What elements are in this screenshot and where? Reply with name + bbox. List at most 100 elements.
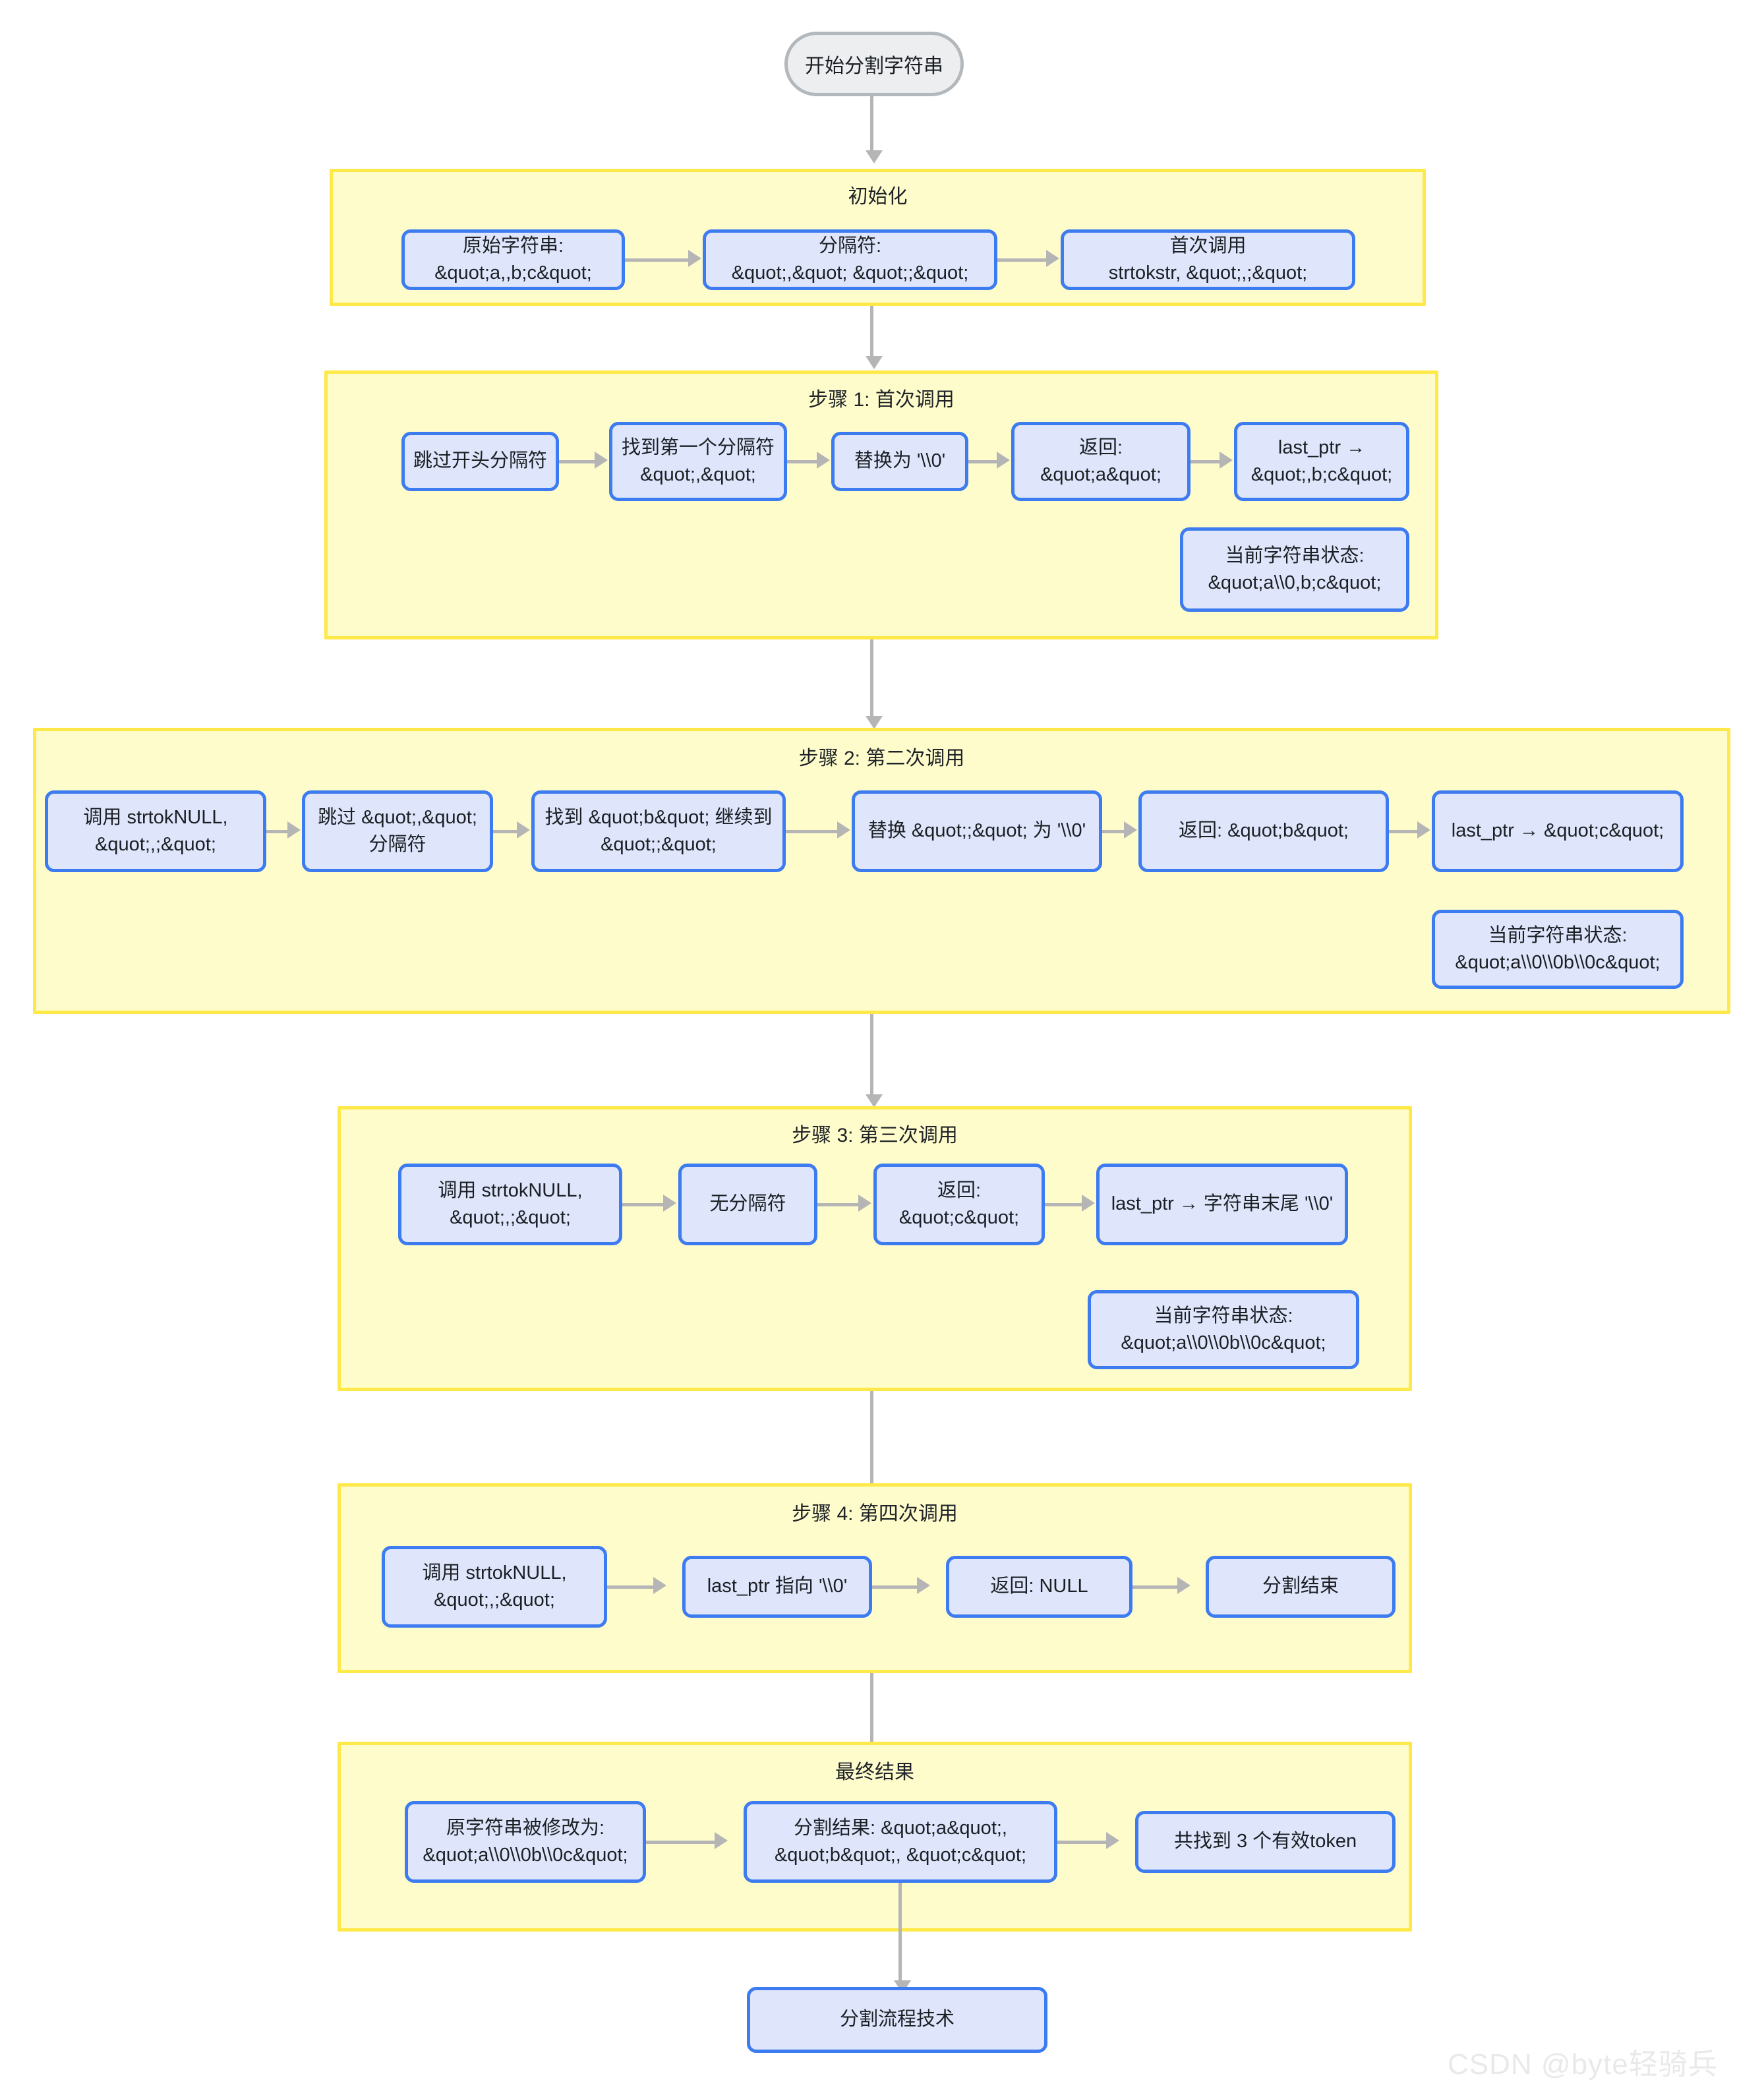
node-init-1[interactable]: 原始字符串: &quot;a,,b;c&quot; (401, 229, 625, 290)
node-init-2[interactable]: 分隔符: &quot;,&quot; &quot;;&quot; (703, 229, 997, 290)
node-s1-2-label: 找到第一个分隔符 &quot;,&quot; (621, 436, 775, 485)
edge-step4-to-final (870, 1673, 873, 1759)
node-s3-3[interactable]: 返回: &quot;c&quot; (873, 1164, 1045, 1245)
node-s2-5-label: 返回: &quot;b&quot; (1179, 820, 1349, 842)
node-f-1[interactable]: 原字符串被修改为: &quot;a\\0\\0b\\0c&quot; (405, 1801, 646, 1883)
watermark-text: CSDN @byte轻骑兵 (1448, 2048, 1718, 2081)
node-s1-1[interactable]: 跳过开头分隔符 (401, 432, 559, 491)
edge-step2-to-step3 (870, 1014, 873, 1094)
arrowhead-s1-4-to-5 (1220, 452, 1233, 469)
edge-s4-1-to-2 (607, 1585, 653, 1589)
edge-f-2-to-3 (1057, 1841, 1106, 1844)
section-init-title: 初始化 (848, 186, 908, 208)
edge-s1-2-to-3 (787, 460, 817, 463)
arrowhead-init-to-step1 (866, 356, 883, 369)
node-s3-1-label: 调用 strtokNULL, &quot;,;&quot; (438, 1179, 583, 1228)
node-s2-2[interactable]: 跳过 &quot;,&quot; 分隔符 (302, 790, 493, 872)
edge-s3-2-to-3 (817, 1203, 858, 1206)
section-step3-title: 步骤 3: 第三次调用 (792, 1125, 958, 1146)
node-s4-1[interactable]: 调用 strtokNULL, &quot;,;&quot; (382, 1546, 607, 1628)
edge-init-1-to-2 (625, 258, 688, 262)
node-s4-2-label: last_ptr 指向 '\\0' (707, 1576, 848, 1597)
node-init-3[interactable]: 首次调用 strtokstr, &quot;,;&quot; (1061, 229, 1355, 290)
node-s2-6[interactable]: last_ptr → &quot;c&quot; (1432, 790, 1684, 872)
edge-s2-4-to-5 (1102, 830, 1124, 833)
start-node-label: 开始分割字符串 (805, 55, 943, 77)
node-s1-3[interactable]: 替换为 '\\0' (831, 432, 968, 491)
edge-init-to-step1 (870, 306, 873, 356)
node-s2-5[interactable]: 返回: &quot;b&quot; (1138, 790, 1389, 872)
node-s4-4[interactable]: 分割结束 (1206, 1556, 1396, 1618)
edge-step1-to-step2 (870, 639, 873, 716)
arrowhead-s2-4-to-5 (1124, 821, 1137, 839)
node-f-2[interactable]: 分割结果: &quot;a&quot;, &quot;b&quot;, &quo… (744, 1801, 1057, 1883)
node-init-1-label: 原始字符串: &quot;a,,b;c&quot; (434, 235, 592, 283)
arrowhead-start-to-init (866, 150, 883, 163)
node-s4-4-label: 分割结束 (1262, 1576, 1339, 1597)
node-s2-1[interactable]: 调用 strtokNULL, &quot;,;&quot; (45, 790, 266, 872)
node-s1-4[interactable]: 返回: &quot;a&quot; (1011, 422, 1191, 501)
node-s1-5-label: last_ptr → &quot;,b;c&quot; (1250, 436, 1393, 485)
node-f-3-label: 共找到 3 个有效token (1173, 1831, 1357, 1852)
node-s4-3-label: 返回: NULL (990, 1576, 1088, 1597)
edge-init-2-to-3 (997, 258, 1046, 262)
arrowhead-step1-to-step2 (866, 716, 883, 729)
section-step2-title: 步骤 2: 第二次调用 (798, 748, 965, 769)
arrowhead-s2-1-to-2 (287, 821, 301, 839)
node-s1-1-label: 跳过开头分隔符 (413, 450, 547, 472)
watermark: CSDN @byte轻骑兵 (1448, 2040, 1718, 2083)
node-s4-1-label: 调用 strtokNULL, &quot;,;&quot; (422, 1562, 567, 1611)
arrowhead-f-1-to-2 (715, 1832, 728, 1849)
edge-s3-3-to-4 (1045, 1203, 1082, 1206)
node-init-3-label: 首次调用 strtokstr, &quot;,;&quot; (1108, 235, 1308, 283)
edge-s3-1-to-2 (622, 1203, 663, 1206)
node-s3-state[interactable]: 当前字符串状态: &quot;a\\0\\0b\\0c&quot; (1088, 1290, 1359, 1369)
node-s1-state-label: 当前字符串状态: &quot;a\\0,b;c&quot; (1208, 545, 1382, 593)
arrowhead-init-2-to-3 (1046, 250, 1059, 267)
arrowhead-s2-3-to-4 (837, 821, 850, 839)
end-node-label: 分割流程技术 (839, 2009, 955, 2030)
node-init-2-label: 分隔符: &quot;,&quot; &quot;;&quot; (731, 235, 969, 283)
edge-final-to-end (898, 1883, 902, 1980)
node-s1-state[interactable]: 当前字符串状态: &quot;a\\0,b;c&quot; (1180, 527, 1409, 612)
end-node[interactable]: 分割流程技术 (747, 1987, 1047, 2053)
node-s3-3-label: 返回: &quot;c&quot; (898, 1179, 1020, 1228)
arrowhead-s1-2-to-3 (817, 452, 830, 469)
node-f-3[interactable]: 共找到 3 个有效token (1135, 1811, 1396, 1873)
edge-s1-3-to-4 (968, 460, 997, 463)
section-step4-title: 步骤 4: 第四次调用 (792, 1503, 958, 1525)
section-final-title: 最终结果 (835, 1761, 914, 1783)
node-s2-3-label: 找到 &quot;b&quot; 继续到 &quot;;&quot; (544, 806, 773, 855)
arrowhead-s4-1-to-2 (653, 1577, 666, 1594)
edge-f-1-to-2 (646, 1841, 715, 1844)
node-s3-4[interactable]: last_ptr → 字符串末尾 '\\0' (1096, 1164, 1348, 1245)
node-s4-3[interactable]: 返回: NULL (946, 1556, 1132, 1618)
edge-s2-2-to-3 (493, 830, 517, 833)
node-s1-2[interactable]: 找到第一个分隔符 &quot;,&quot; (609, 422, 787, 501)
node-s3-2[interactable]: 无分隔符 (678, 1164, 817, 1245)
node-s2-4[interactable]: 替换 &quot;;&quot; 为 '\\0' (852, 790, 1102, 872)
arrowhead-s2-5-to-6 (1417, 821, 1430, 839)
node-s2-1-label: 调用 strtokNULL, &quot;,;&quot; (83, 806, 228, 855)
node-s2-2-label: 跳过 &quot;,&quot; 分隔符 (318, 806, 477, 855)
node-s3-1[interactable]: 调用 strtokNULL, &quot;,;&quot; (398, 1164, 622, 1245)
node-s3-4-label: last_ptr → 字符串末尾 '\\0' (1111, 1193, 1334, 1215)
node-s2-3[interactable]: 找到 &quot;b&quot; 继续到 &quot;;&quot; (531, 790, 786, 872)
edge-s1-1-to-2 (559, 460, 595, 463)
arrowhead-s4-3-to-4 (1177, 1577, 1191, 1594)
edge-s2-3-to-4 (786, 830, 837, 833)
arrowhead-init-1-to-2 (688, 250, 701, 267)
node-s1-5[interactable]: last_ptr → &quot;,b;c&quot; (1234, 422, 1409, 501)
node-s2-state[interactable]: 当前字符串状态: &quot;a\\0\\0b\\0c&quot; (1432, 910, 1684, 989)
node-s4-2[interactable]: last_ptr 指向 '\\0' (682, 1556, 872, 1618)
edge-s4-2-to-3 (872, 1585, 917, 1589)
node-f-2-label: 分割结果: &quot;a&quot;, &quot;b&quot;, &quo… (774, 1817, 1027, 1866)
node-s1-3-label: 替换为 '\\0' (854, 450, 946, 472)
start-node[interactable]: 开始分割字符串 (784, 32, 964, 96)
node-s2-state-label: 当前字符串状态: &quot;a\\0\\0b\\0c&quot; (1455, 924, 1661, 973)
node-s2-4-label: 替换 &quot;;&quot; 为 '\\0' (867, 820, 1086, 842)
arrowhead-s1-1-to-2 (595, 452, 608, 469)
arrowhead-s1-3-to-4 (997, 452, 1010, 469)
node-s1-4-label: 返回: &quot;a&quot; (1040, 436, 1161, 485)
